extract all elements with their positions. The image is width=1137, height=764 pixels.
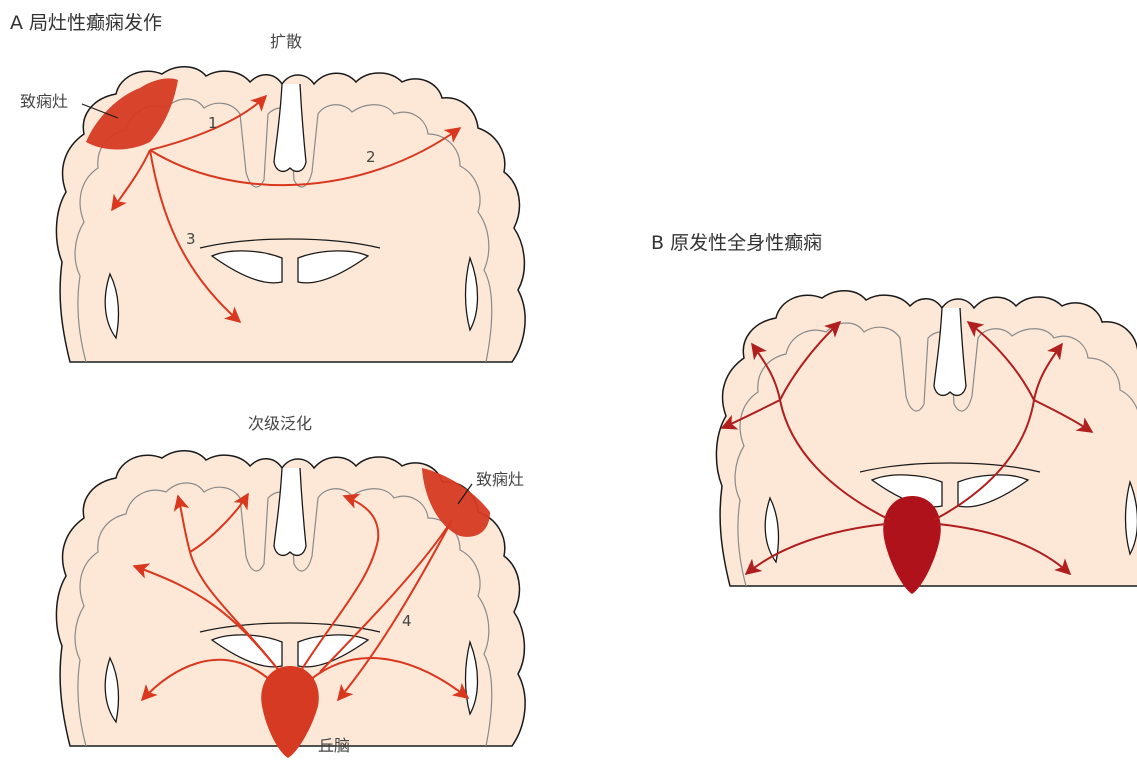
- spread-path-label-2: 2: [366, 150, 376, 165]
- spread-path-label-1: 1: [208, 116, 218, 131]
- focus-label-secondary: 致痫灶: [476, 472, 524, 488]
- spread-path-label-3: 3: [186, 232, 196, 247]
- panel-b-title: B 原发性全身性癫痫: [651, 234, 822, 253]
- spread-heading: 扩散: [270, 34, 302, 50]
- secondary-heading: 次级泛化: [248, 416, 312, 432]
- thalamus-label: 丘脑: [318, 738, 350, 754]
- focus-label-spread: 致痫灶: [20, 94, 68, 110]
- path-label-4: 4: [402, 614, 412, 629]
- panel-a-title: A 局灶性癫痫发作: [10, 14, 162, 33]
